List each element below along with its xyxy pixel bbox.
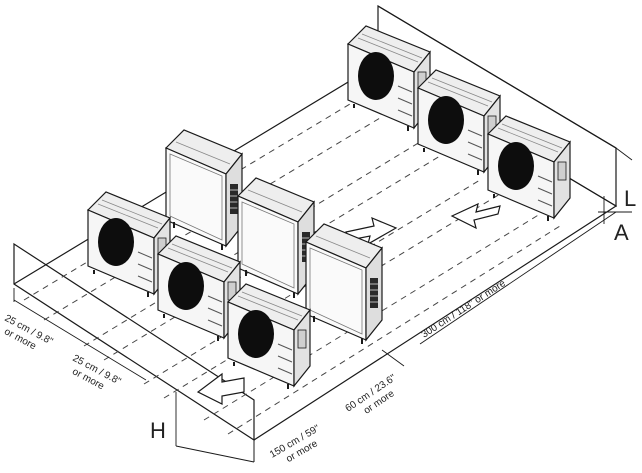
dimension-lines [13,147,633,463]
length-gap-text: 300 cm / 118" or more [420,278,508,341]
outdoor-unit-middle-2 [237,177,315,299]
length-gap-label: 300 cm / 118" or more [420,278,508,341]
airflow-arrow-down-left [196,372,245,405]
aside-letter: A [614,220,629,245]
height-letter: H [150,418,166,443]
back-wall-top-edge [377,5,617,149]
outdoor-unit-middle-1 [165,129,243,251]
side-gap-2-label: 25 cm / 9.8" or more [70,353,123,393]
front-gap-label: 60 cm / 23.6" or more [344,372,399,416]
outdoor-unit-back-3 [487,115,571,222]
back-gap-label: 150 cm / 59" or more [268,423,322,465]
outdoor-unit-front-3 [227,283,311,390]
length-letter: L [624,186,636,211]
airflow-arrow-left [450,202,501,230]
